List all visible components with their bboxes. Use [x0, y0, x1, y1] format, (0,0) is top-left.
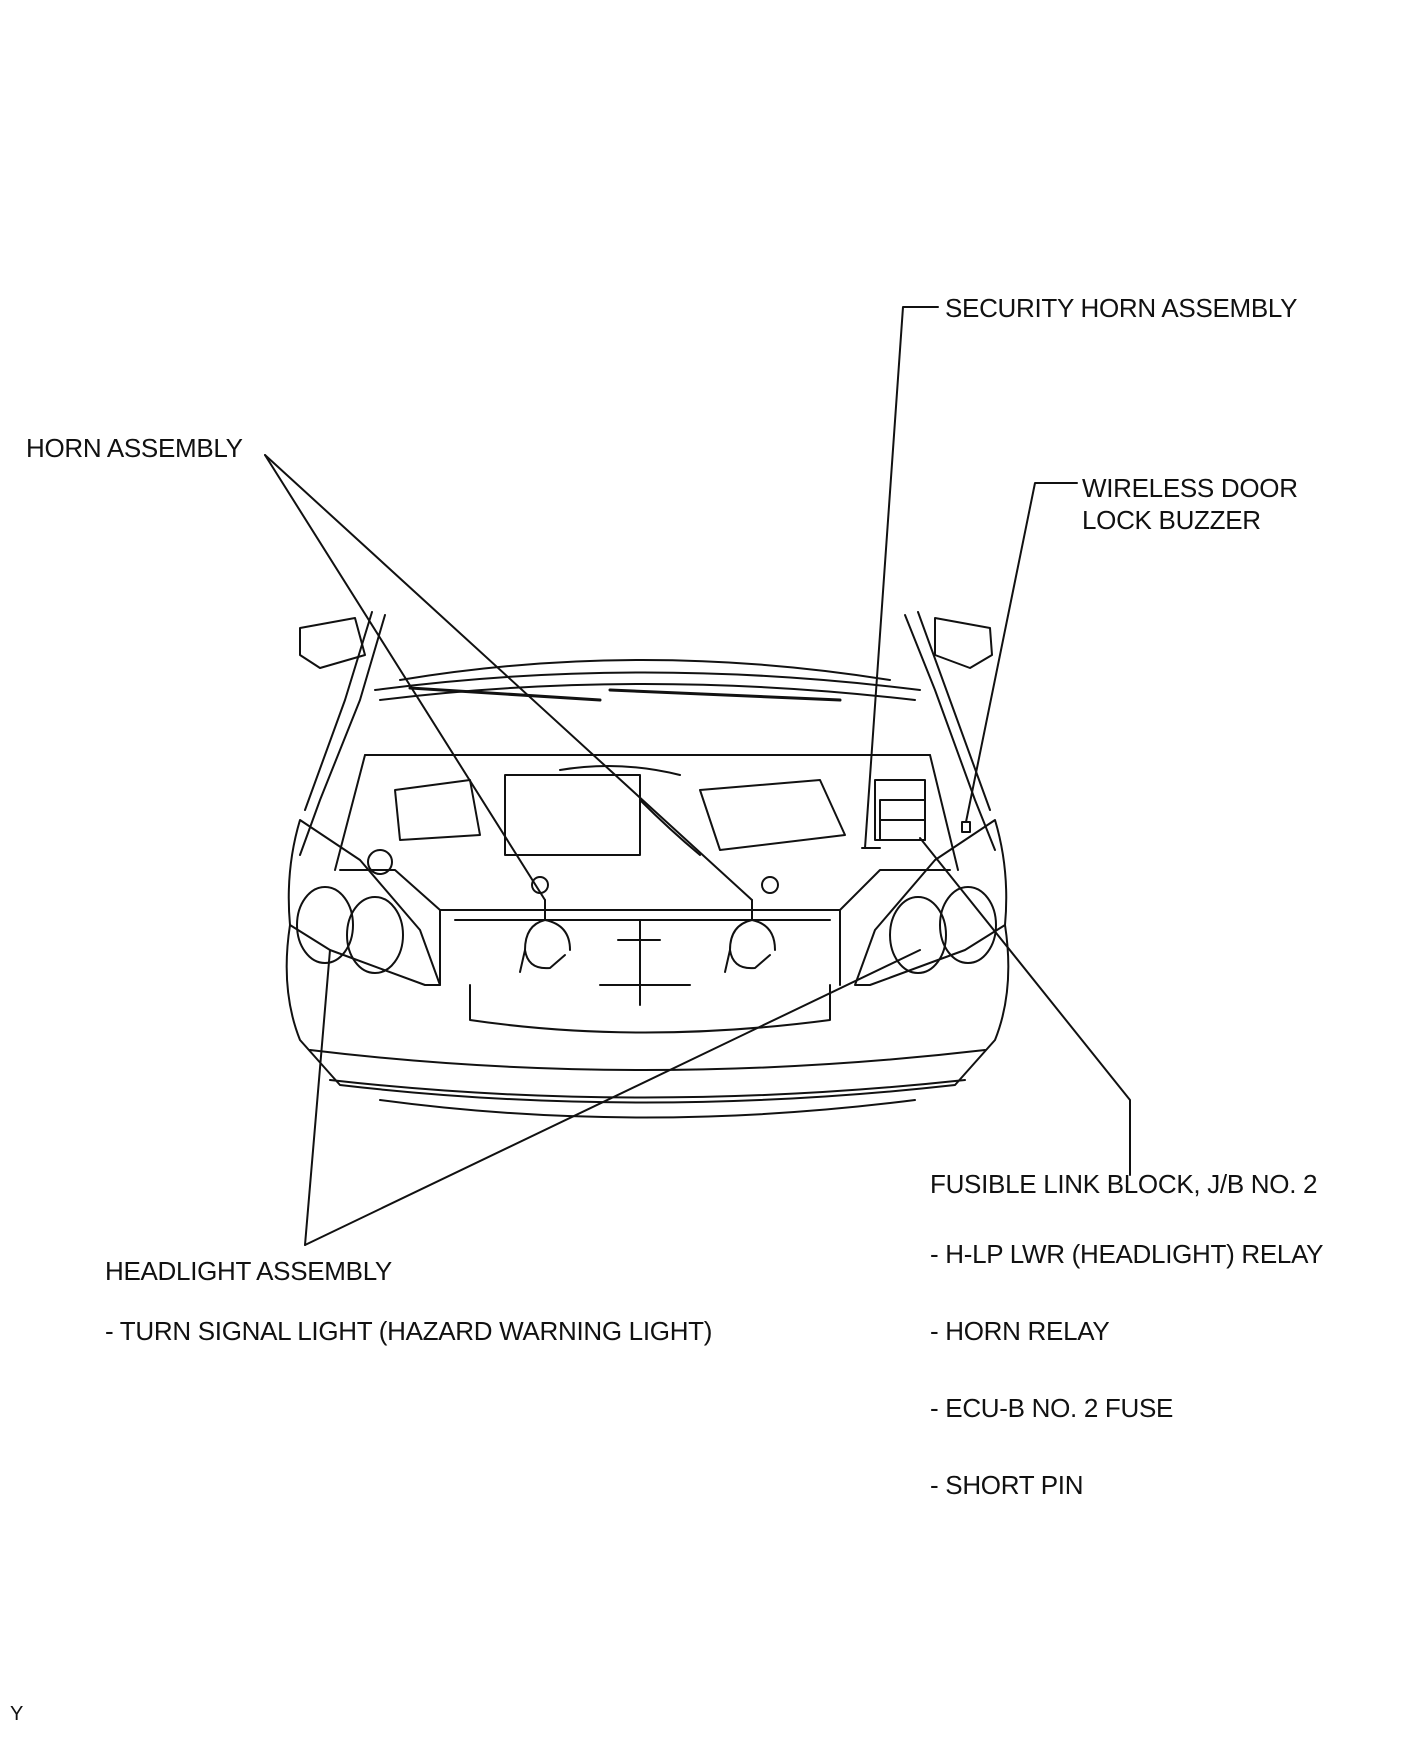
- wireless-buzzer-label: WIRELESS DOOR LOCK BUZZER: [1082, 472, 1298, 536]
- car-body: [287, 612, 1009, 1118]
- fusible-item-short-pin: - SHORT PIN: [930, 1470, 1084, 1500]
- leader-lines: [265, 307, 1130, 1245]
- fusible-link-label: FUSIBLE LINK BLOCK, J/B NO. 2: [930, 1169, 1318, 1199]
- figure-code: Y: [10, 1703, 24, 1725]
- fusible-item-hlp-relay: - H-LP LWR (HEADLIGHT) RELAY: [930, 1239, 1324, 1269]
- horn-assembly-label: HORN ASSEMBLY: [26, 433, 243, 463]
- headlight-assembly-label: HEADLIGHT ASSEMBLY: [105, 1256, 392, 1286]
- wireless-buzzer-label-line2: LOCK BUZZER: [1082, 505, 1261, 535]
- security-horn-label: SECURITY HORN ASSEMBLY: [945, 293, 1298, 323]
- headlight-item-turn-signal: - TURN SIGNAL LIGHT (HAZARD WARNING LIGH…: [105, 1316, 713, 1346]
- fusible-item-ecub-fuse: - ECU-B NO. 2 FUSE: [930, 1393, 1174, 1423]
- wireless-buzzer-label-line1: WIRELESS DOOR: [1082, 473, 1298, 503]
- horn-right-icon: [725, 900, 775, 972]
- fusible-item-horn-relay: - HORN RELAY: [930, 1316, 1110, 1346]
- horn-left-icon: [520, 900, 570, 972]
